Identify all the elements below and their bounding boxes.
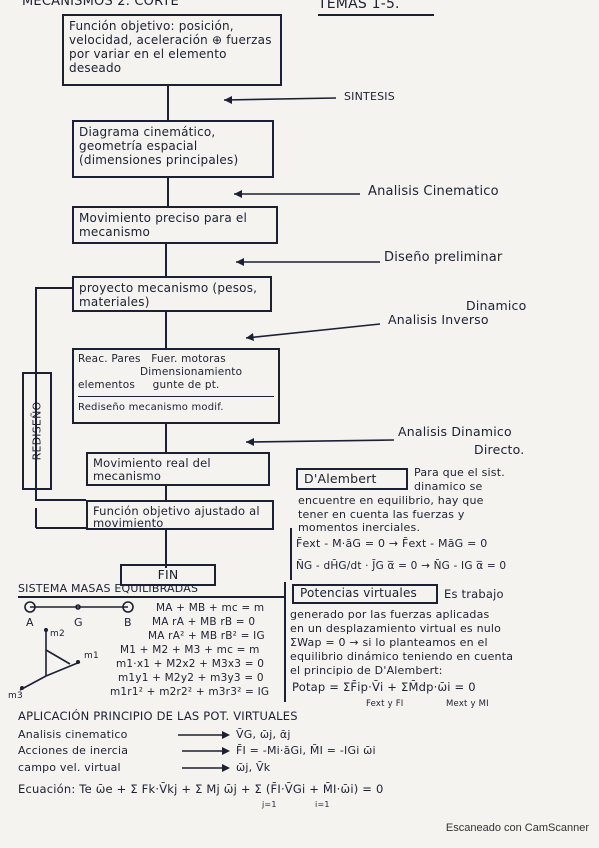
masas-eq-6: m1y1 + M2y2 + m3y3 = 0 xyxy=(118,672,264,684)
point-b-label: B xyxy=(124,616,132,629)
flow-box-movement: Movimiento preciso para el mecanismo xyxy=(72,206,278,244)
application-title: APLICACIÓN PRINCIPIO DE LAS POT. VIRTUAL… xyxy=(18,709,298,723)
application-row3-value: ω̄j, V̄k xyxy=(236,761,271,774)
flow-box-project-text: proyecto mecanismo (pesos, materiales) xyxy=(79,281,258,309)
masas-divider xyxy=(284,582,286,702)
flow-box-project: proyecto mecanismo (pesos, materiales) xyxy=(72,276,272,312)
flow-box-fin: FIN xyxy=(120,564,216,586)
scanner-watermark: Escaneado con CamScanner xyxy=(445,822,589,834)
header-underline xyxy=(318,14,434,16)
dalembert-text-5: momentos inerciales. xyxy=(298,521,421,534)
header-right: TEMAS 1-5. xyxy=(318,0,400,12)
masas-eq-3: MA rA² + MB rB² = IG xyxy=(148,630,265,642)
label-dinamico-directo-1: Analisis Dinamico xyxy=(398,424,512,439)
masas-eq-5: m1·x1 + M2x2 + M3x3 = 0 xyxy=(116,658,265,670)
flow-box-dim-line3: elementos gunte de pt. xyxy=(78,379,220,391)
application-row2-label: Acciones de inercia xyxy=(18,744,129,757)
virtual-line-2: en un desplazamiento virtual es nulo xyxy=(290,622,502,635)
flow-box-dim-line1: Reac. Pares Fuer. motoras xyxy=(78,353,226,365)
flow-box-fin-text: FIN xyxy=(157,567,179,582)
virtual-title-tail: Es trabajo xyxy=(444,587,504,601)
flow-box-diagram: Diagrama cinemático, geometría espacial … xyxy=(72,120,274,178)
flow-box-objective: Función objetivo: posición, velocidad, a… xyxy=(62,14,282,86)
application-row1-value: V̄G, ω̄j, ᾱj xyxy=(236,728,291,741)
flow-box-real-movement-text: Movimiento real del mecanismo xyxy=(93,456,211,483)
virtual-line-5: el principio de D'Alembert: xyxy=(290,664,443,677)
virtual-sub-2: Mext y MI xyxy=(446,699,489,709)
flow-box-adjusted: Función objetivo ajustado al movimiento xyxy=(86,500,274,530)
virtual-title-box: Potencias virtuales xyxy=(292,584,438,604)
dalembert-eq-2: N̄G - dH̄G/dt ⋅ J̄G α̅ = 0 → N̄G - IG α̅… xyxy=(296,560,507,572)
flow-box-real-movement: Movimiento real del mecanismo xyxy=(86,452,270,486)
mass-m2-label: m2 xyxy=(50,629,65,639)
masas-title: SISTEMA MASAS EQUILIBRADAS xyxy=(18,582,199,595)
dalembert-title: D'Alembert xyxy=(304,471,377,486)
virtual-title: Potencias virtuales xyxy=(300,586,417,600)
dalembert-title-box: D'Alembert xyxy=(296,468,408,490)
application-row1-label: Analisis cinematico xyxy=(18,728,128,741)
application-row3-label: campo vel. virtual xyxy=(18,761,121,774)
header-left: MECANISMOS 2. CORTE xyxy=(22,0,179,9)
virtual-equation: Potap = ΣF̄ip·V̄i + ΣM̄dp·ω̄i = 0 xyxy=(292,680,476,694)
masas-eq-2: MA rA + MB rB = 0 xyxy=(152,616,256,628)
flow-box-dimensioning: Reac. Pares Fuer. motoras Dimensionamien… xyxy=(72,348,280,424)
application-equation: Ecuación: Te ω̄e + Σ Fk·V̄kj + Σ Mj ω̄j … xyxy=(18,782,384,796)
mass-m1-label: m1 xyxy=(84,651,99,661)
virtual-sub-1: Fext y FI xyxy=(366,699,404,709)
label-dinamico-inverso-1: Dinamico xyxy=(466,298,527,313)
flow-box-objective-text: Función objetivo: posición, velocidad, a… xyxy=(69,19,272,75)
masas-eq-1: MA + MB + mc = m xyxy=(156,602,265,614)
masas-eq-7: m1r1² + m2r2² + m3r3² = IG xyxy=(110,686,270,698)
masas-title-underline xyxy=(18,596,284,598)
dalembert-text-4: tener en cuenta las fuerzas y xyxy=(298,508,465,521)
masas-eq-4: M1 + M2 + M3 + mc = m xyxy=(120,644,260,656)
dalembert-text-1: Para que el sist. xyxy=(414,466,505,479)
flow-box-diagram-text: Diagrama cinemático, geometría espacial … xyxy=(79,125,239,167)
label-sintesis: SINTESIS xyxy=(344,90,395,103)
flow-box-dim-line2: Dimensionamiento xyxy=(140,366,243,378)
redesign-label: REDISEÑO xyxy=(30,401,44,461)
virtual-line-3: ΣWap = 0 → si lo planteamos en el xyxy=(290,636,488,649)
flow-box-dim-line4: Rediseño mecanismo modif. xyxy=(78,402,224,413)
point-a-label: A xyxy=(26,616,34,629)
label-analisis-cinematico: Analisis Cinematico xyxy=(368,184,499,199)
virtual-line-1: generado por las fuerzas aplicadas xyxy=(290,608,490,621)
mass-m3-label: m3 xyxy=(8,691,23,701)
flow-box-adjusted-text: Función objetivo ajustado al movimiento xyxy=(93,504,260,530)
label-diseno-preliminar: Diseño preliminar xyxy=(384,250,503,265)
label-dinamico-inverso-2: Analisis Inverso xyxy=(388,312,489,327)
dalembert-text-2: dinamico se xyxy=(414,480,483,493)
dalembert-bracket xyxy=(290,528,292,580)
flow-box-movement-text: Movimiento preciso para el mecanismo xyxy=(79,211,248,239)
point-g-label: G xyxy=(74,616,83,629)
redesign-box: REDISEÑO xyxy=(22,372,52,490)
application-equation-indices: j=1 i=1 xyxy=(262,800,330,809)
dalembert-eq-1: F̄ext - M·āG = 0 → F̄ext - MāG = 0 xyxy=(296,537,488,550)
virtual-line-4: equilibrio dinámico teniendo en cuenta xyxy=(290,650,514,663)
application-row2-value: F̄I = -Mi·āGi, M̄I = -IGi ω̄i xyxy=(236,744,376,757)
label-dinamico-directo-2: Directo. xyxy=(474,442,525,457)
dalembert-text-3: encuentre en equilibrio, hay que xyxy=(298,494,484,507)
flow-box-dim-divider: Rediseño mecanismo modif. xyxy=(78,396,274,414)
